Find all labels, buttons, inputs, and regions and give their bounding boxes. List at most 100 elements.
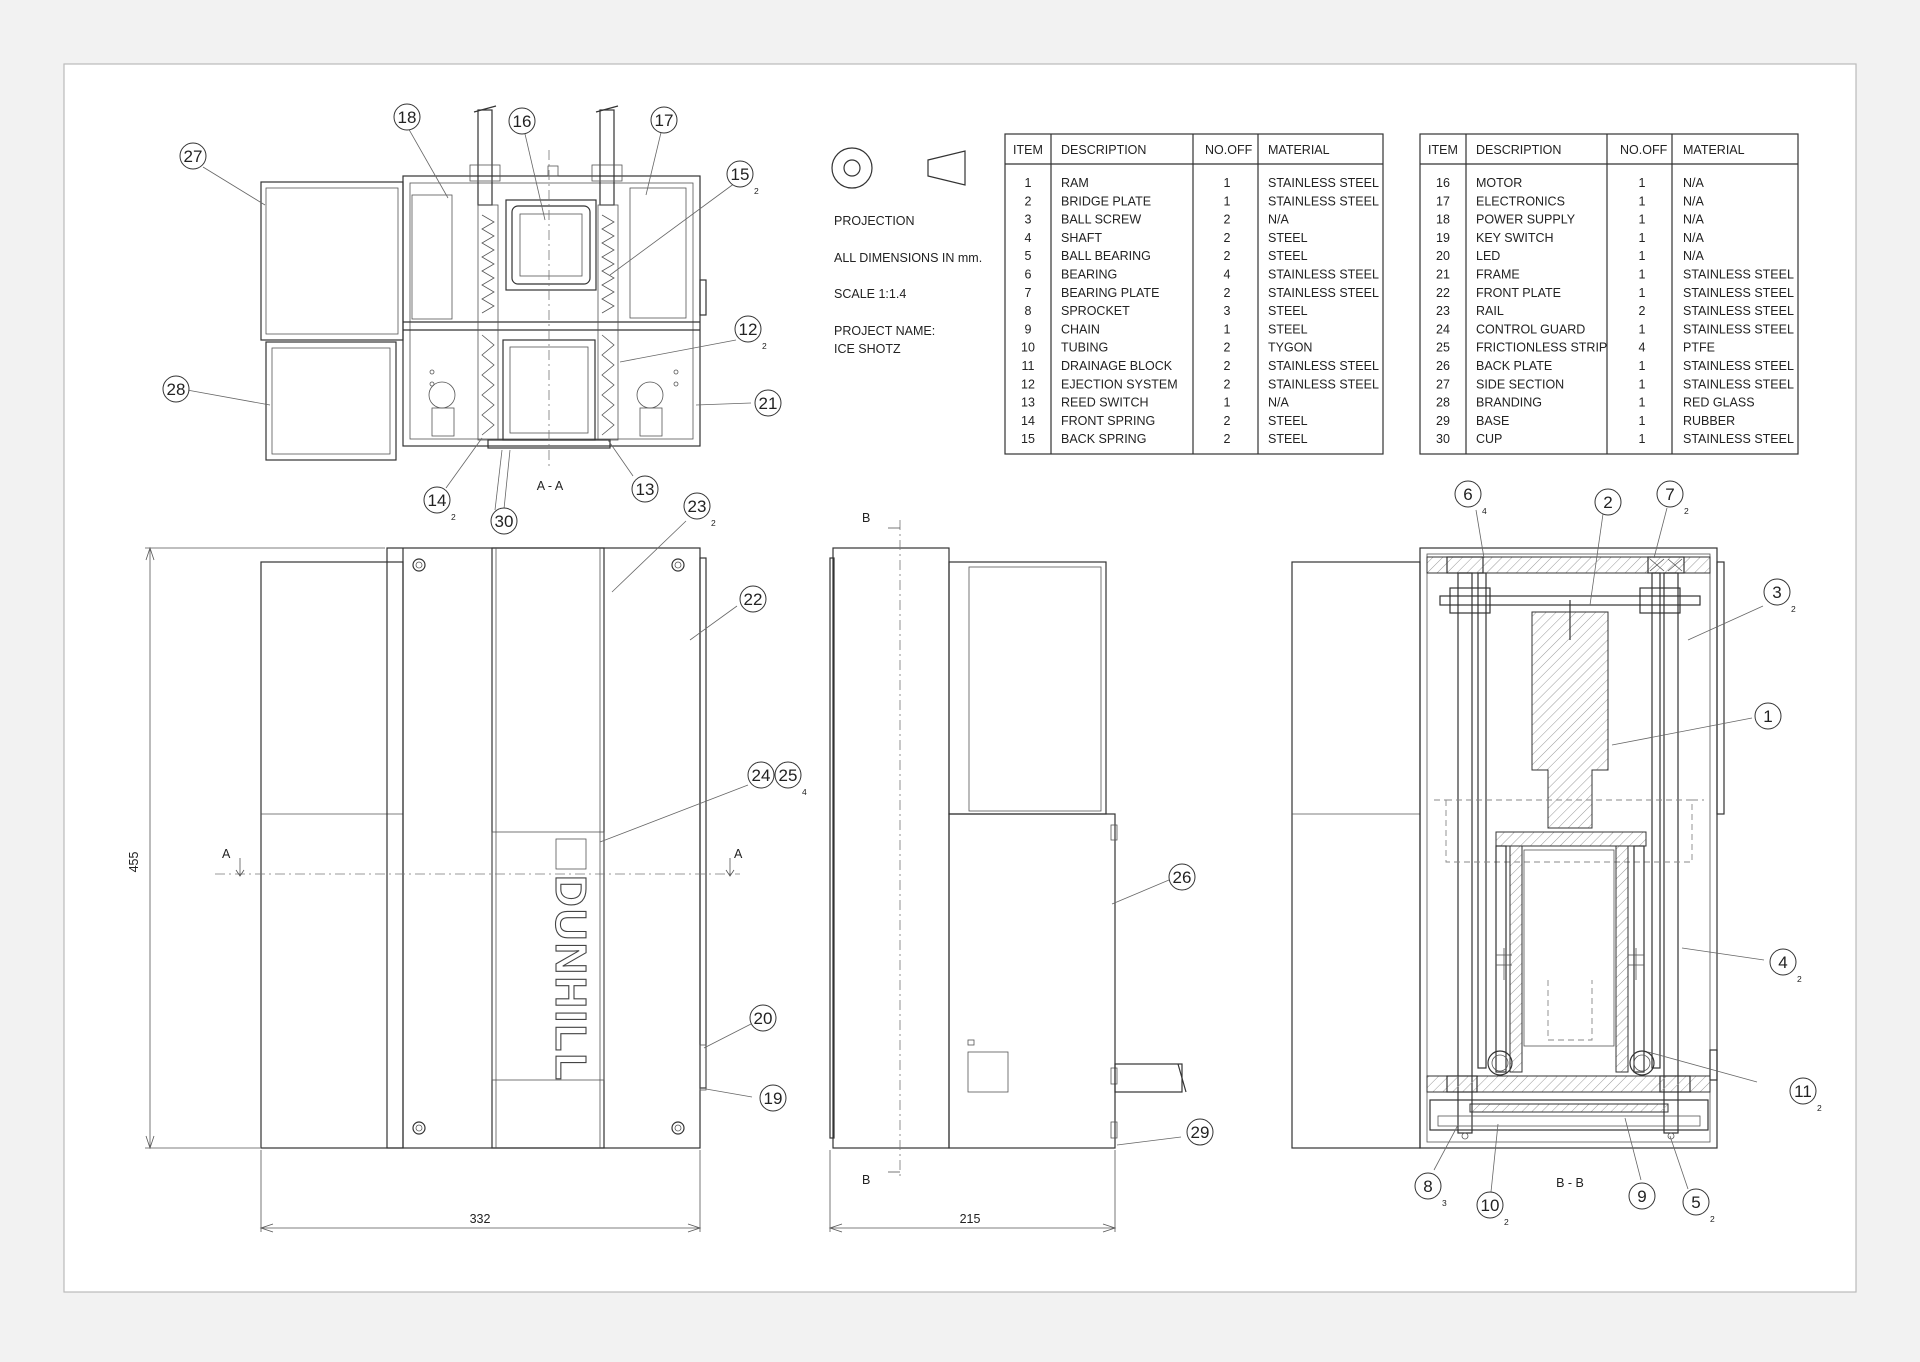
svg-text:1: 1 xyxy=(1763,707,1772,726)
table-cell: BEARING PLATE xyxy=(1061,286,1159,300)
table-header: MATERIAL xyxy=(1683,143,1745,157)
section-aa-label: A - A xyxy=(537,479,564,493)
table-cell: STAINLESS STEEL xyxy=(1683,432,1794,446)
table-cell: 5 xyxy=(1025,249,1032,263)
table-cell: STAINLESS STEEL xyxy=(1268,194,1379,208)
table-cell: 26 xyxy=(1436,359,1450,373)
table-cell: 19 xyxy=(1436,231,1450,245)
balloon-item-28: 28 xyxy=(162,375,190,403)
cut-b-top: B xyxy=(862,511,870,525)
table-cell: 27 xyxy=(1436,377,1450,391)
projection-note: PROJECTION xyxy=(834,214,915,228)
table-cell: 1 xyxy=(1639,249,1646,263)
project-name-label: PROJECT NAME: xyxy=(834,324,935,338)
table-cell: STEEL xyxy=(1268,414,1308,428)
table-cell: TYGON xyxy=(1268,341,1312,355)
table-cell: 3 xyxy=(1224,304,1231,318)
svg-text:12: 12 xyxy=(739,320,758,339)
svg-text:18: 18 xyxy=(398,108,417,127)
svg-text:19: 19 xyxy=(764,1089,783,1108)
svg-text:2: 2 xyxy=(1603,493,1612,512)
side-view xyxy=(829,520,1187,1180)
balloon-item-15: 152 xyxy=(726,160,759,196)
table-cell: 2 xyxy=(1224,213,1231,227)
table-cell: RUBBER xyxy=(1683,414,1735,428)
table-cell: RAM xyxy=(1061,176,1089,190)
dimensions-note: ALL DIMENSIONS IN mm. xyxy=(834,251,982,265)
table-cell: N/A xyxy=(1683,249,1705,263)
project-name: ICE SHOTZ xyxy=(834,342,901,356)
table-cell: 25 xyxy=(1436,341,1450,355)
svg-text:13: 13 xyxy=(636,480,655,499)
table-cell: 1 xyxy=(1639,359,1646,373)
table-cell: FRICTIONLESS STRIP xyxy=(1476,341,1607,355)
table-cell: 2 xyxy=(1224,231,1231,245)
table-cell: 21 xyxy=(1436,268,1450,282)
balloon-item-17: 17 xyxy=(650,106,678,134)
svg-text:23: 23 xyxy=(688,497,707,516)
table-cell: 18 xyxy=(1436,213,1450,227)
balloon-item-21: 21 xyxy=(754,389,782,417)
table-cell: SHAFT xyxy=(1061,231,1102,245)
table-cell: 4 xyxy=(1639,341,1646,355)
table-cell: SPROCKET xyxy=(1061,304,1130,318)
table-cell: LED xyxy=(1476,249,1500,263)
svg-text:29: 29 xyxy=(1191,1123,1210,1142)
table-cell: N/A xyxy=(1268,396,1290,410)
cut-plane-a-markers xyxy=(235,858,735,877)
table-cell: FRAME xyxy=(1476,268,1520,282)
svg-text:24: 24 xyxy=(752,766,771,785)
table-cell: PTFE xyxy=(1683,341,1715,355)
table-cell: 1 xyxy=(1224,396,1231,410)
table-cell: 1 xyxy=(1639,396,1646,410)
svg-text:6: 6 xyxy=(1463,485,1472,504)
table-cell: STAINLESS STEEL xyxy=(1268,377,1379,391)
balloon-item-2: 2 xyxy=(1594,488,1622,516)
table-cell: 1 xyxy=(1639,194,1646,208)
table-header: DESCRIPTION xyxy=(1476,143,1561,157)
table-cell: 1 xyxy=(1224,194,1231,208)
table-cell: BRIDGE PLATE xyxy=(1061,194,1151,208)
table-cell: BASE xyxy=(1476,414,1509,428)
svg-text:8: 8 xyxy=(1423,1177,1432,1196)
svg-text:4: 4 xyxy=(802,787,807,797)
table-cell: FRONT PLATE xyxy=(1476,286,1561,300)
table-cell: 7 xyxy=(1025,286,1032,300)
table-cell: 4 xyxy=(1224,268,1231,282)
table-cell: MOTOR xyxy=(1476,176,1522,190)
table-cell: 24 xyxy=(1436,322,1450,336)
table-cell: 20 xyxy=(1436,249,1450,263)
balloon-item-8: 83 xyxy=(1414,1172,1447,1208)
svg-text:27: 27 xyxy=(184,147,203,166)
table-cell: STAINLESS STEEL xyxy=(1268,359,1379,373)
table-cell: STAINLESS STEEL xyxy=(1268,268,1379,282)
front-view xyxy=(215,547,740,1149)
table-cell: 2 xyxy=(1224,432,1231,446)
table-cell: 2 xyxy=(1224,414,1231,428)
table-cell: 28 xyxy=(1436,396,1450,410)
table-cell: N/A xyxy=(1683,194,1705,208)
balloon-item-19: 19 xyxy=(759,1084,787,1112)
table-cell: STEEL xyxy=(1268,249,1308,263)
svg-text:7: 7 xyxy=(1665,485,1674,504)
svg-text:2: 2 xyxy=(1504,1217,1509,1227)
table-cell: 1 xyxy=(1639,268,1646,282)
table-cell: 15 xyxy=(1021,432,1035,446)
section-bb-label: B - B xyxy=(1556,1176,1584,1190)
balloon-item-3: 32 xyxy=(1763,578,1796,614)
svg-text:10: 10 xyxy=(1481,1196,1500,1215)
svg-text:4: 4 xyxy=(1482,506,1487,516)
svg-text:16: 16 xyxy=(513,112,532,131)
table-cell: 11 xyxy=(1022,359,1035,373)
table-cell: 1 xyxy=(1025,176,1032,190)
table-header: MATERIAL xyxy=(1268,143,1330,157)
svg-text:4: 4 xyxy=(1778,953,1787,972)
table-cell: STAINLESS STEEL xyxy=(1683,304,1794,318)
table-cell: 2 xyxy=(1224,286,1231,300)
table-cell: 2 xyxy=(1639,304,1646,318)
svg-text:3: 3 xyxy=(1772,583,1781,602)
table-cell: FRONT SPRING xyxy=(1061,414,1155,428)
